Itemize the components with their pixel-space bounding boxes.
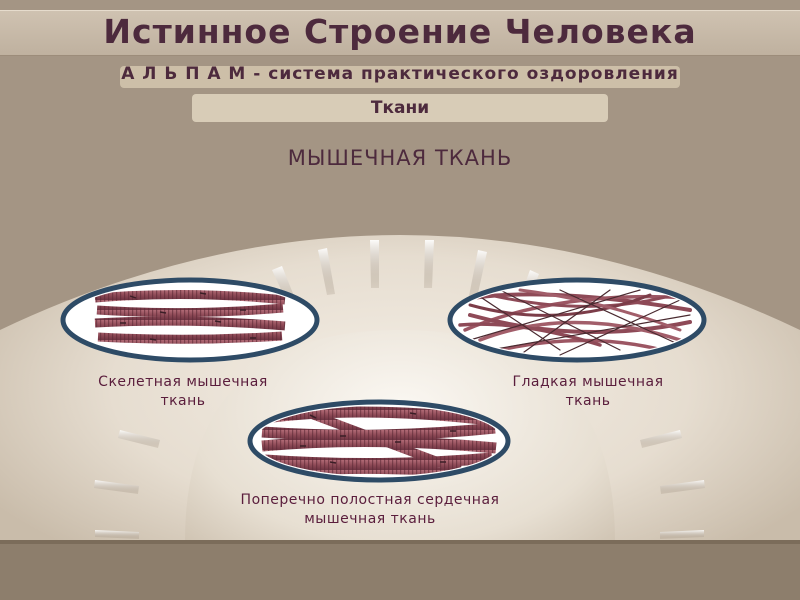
- smooth-tissue-label: Гладкая мышечная ткань: [478, 373, 698, 411]
- smooth-label-line2: ткань: [565, 393, 611, 409]
- skeletal-label-line2: ткань: [160, 393, 206, 409]
- cardiac-tissue-label: Поперечно полостная сердечная мышечная т…: [190, 491, 550, 529]
- subtitle: А Л Ь П А М - система практического оздо…: [121, 64, 679, 84]
- title-bar: [0, 10, 800, 56]
- smooth-tissue-illustration: [447, 277, 707, 363]
- subtitle-background: [120, 66, 680, 88]
- cardiac-label-line2: мышечная ткань: [304, 511, 436, 527]
- smooth-label-line1: Гладкая мышечная: [512, 374, 664, 390]
- page-title: Истинное Строение Человека: [103, 12, 697, 51]
- skeletal-tissue-illustration: [60, 277, 320, 363]
- skeletal-tissue-label: Скелетная мышечная ткань: [68, 373, 298, 411]
- section-heading: МЫШЕЧНАЯ ТКАНЬ: [287, 146, 513, 170]
- cardiac-label-line1: Поперечно полостная сердечная: [240, 492, 500, 508]
- cardiac-tissue-illustration: [247, 399, 511, 483]
- skeletal-label-line1: Скелетная мышечная: [98, 374, 268, 390]
- section-label: Ткани: [192, 94, 608, 122]
